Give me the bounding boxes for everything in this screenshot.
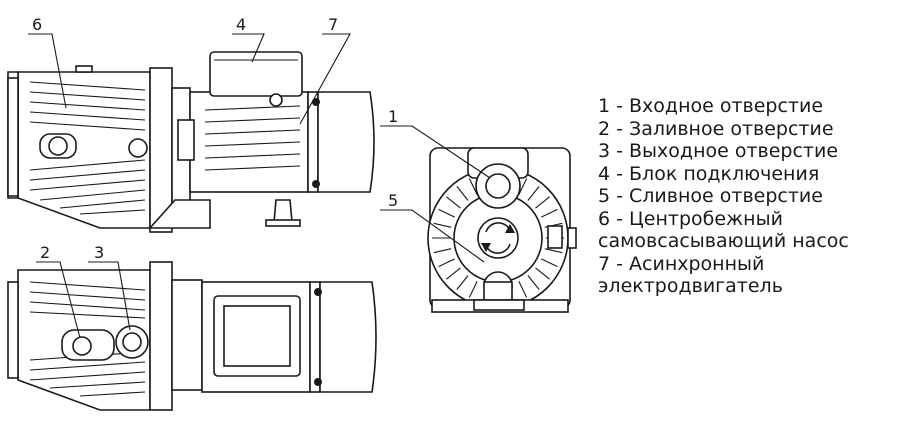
legend-item-6-cont: самовсасывающий насос <box>598 230 849 252</box>
legend-item-5: 5 - Сливное отверстие <box>598 185 823 207</box>
legend-item-7-cont: электродвигатель <box>598 275 783 297</box>
callout-1: 1 <box>388 107 398 126</box>
fin-line <box>518 281 528 298</box>
pump-front-view <box>427 147 577 313</box>
fin-line <box>446 267 461 280</box>
callout-6: 6 <box>32 15 42 34</box>
legend-item-2: 2 - Заливное отверстие <box>598 117 834 140</box>
fin-line <box>438 208 455 218</box>
fin-line <box>446 196 461 209</box>
legend-item-3: 3 - Выходное отверстие <box>598 140 839 162</box>
pump-side-view <box>7 51 375 233</box>
fin-line <box>468 281 478 298</box>
pump-technical-drawing: 6 4 7 1 5 2 3 <box>7 15 577 411</box>
fin-line <box>527 186 540 201</box>
callout-2: 2 <box>40 243 50 262</box>
pump-top-view <box>7 261 377 411</box>
fin-line <box>535 267 550 280</box>
fin-line <box>541 208 558 218</box>
rotation-arrows-icon <box>477 217 519 259</box>
fin-line <box>456 275 469 290</box>
callout-4: 4 <box>236 15 246 34</box>
fin-line <box>518 178 528 195</box>
legend-item-4: 4 - Блок подключения <box>598 162 820 185</box>
fin-line <box>544 248 563 254</box>
leader-lines <box>28 33 491 339</box>
fin-line <box>456 186 469 201</box>
legend-item-7: 7 - Асинхронный <box>598 252 765 275</box>
callout-5: 5 <box>388 191 398 210</box>
fin-line <box>468 178 478 195</box>
callout-7: 7 <box>328 15 338 34</box>
fin-line <box>541 258 558 268</box>
parts-legend: 1 - Входное отверстие 2 - Заливное отвер… <box>598 95 916 298</box>
fin-line <box>535 196 550 209</box>
fin-line <box>433 222 452 228</box>
legend-item-6: 6 - Центробежный <box>598 207 783 230</box>
callout-3: 3 <box>94 243 104 262</box>
legend-item-1: 1 - Входное отверстие <box>598 95 824 117</box>
fin-line <box>433 248 452 254</box>
fin-line <box>527 275 540 290</box>
fin-line <box>438 258 455 268</box>
